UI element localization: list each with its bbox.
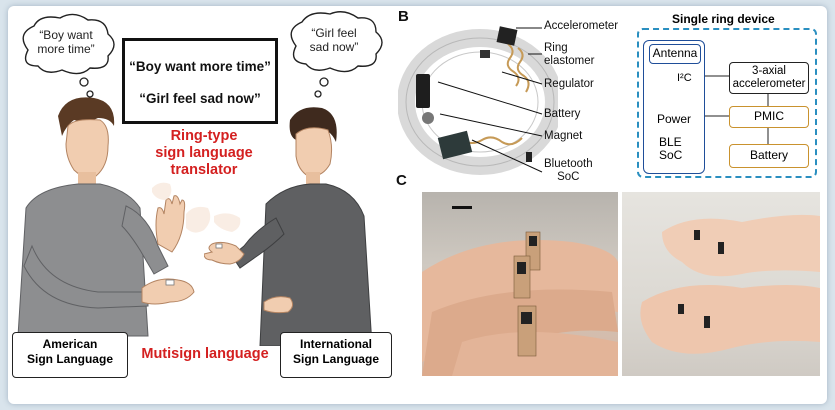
bubble-right-line-1: “Girl feel bbox=[311, 26, 357, 40]
battery-block: Battery bbox=[729, 144, 809, 168]
i2c-label: I²C bbox=[677, 72, 692, 84]
panel-b-letter: B bbox=[398, 8, 409, 25]
translator-title: Ring-type sign language translator bbox=[142, 128, 266, 179]
thought-bubble-right bbox=[290, 11, 383, 98]
asl-line-2: Sign Language bbox=[26, 352, 113, 366]
ring-photo-hands-drawing bbox=[640, 214, 820, 354]
pmic-block: PMIC bbox=[729, 106, 809, 128]
callout-ring-elastomer-line-2: elastomer bbox=[544, 55, 595, 67]
thought-bubble-left bbox=[22, 13, 115, 98]
panel-c-letter: C bbox=[396, 172, 407, 189]
scale-bar bbox=[452, 206, 472, 209]
american-sign-language-label: American Sign Language bbox=[12, 332, 128, 378]
callout-ring-elastomer-line-1: Ring bbox=[544, 42, 568, 54]
callout-bluetooth-line-1: Bluetooth bbox=[544, 158, 593, 170]
single-ring-device-diagram: Antenna I²C Power BLE SoC 3-axial accele… bbox=[637, 28, 817, 178]
vertical-connectors bbox=[767, 94, 769, 144]
ble-line-2: SoC bbox=[659, 148, 683, 162]
ring-photo-hands bbox=[622, 192, 820, 376]
callout-ring-elastomer: Ring elastomer bbox=[544, 42, 595, 68]
connector-lines bbox=[705, 75, 729, 117]
ble-line-1: BLE bbox=[659, 135, 682, 149]
callout-bluetooth-line-2: SoC bbox=[557, 171, 580, 183]
callout-lines bbox=[437, 27, 543, 173]
isl-line-1: International bbox=[299, 337, 372, 351]
accelerometer-block: 3-axial accelerometer bbox=[729, 62, 809, 94]
callout-regulator: Regulator bbox=[544, 78, 594, 90]
callout-battery: Battery bbox=[544, 108, 581, 120]
accel-line-2: accelerometer bbox=[732, 78, 806, 90]
translation-output-box: “Boy want more time” “Girl feel sad now” bbox=[122, 38, 278, 124]
ring-photo-closeup bbox=[422, 192, 618, 376]
bubble-left-line-1: “Boy want bbox=[39, 28, 93, 42]
callout-magnet: Magnet bbox=[544, 130, 583, 142]
ring-device-illustration bbox=[398, 26, 558, 175]
accel-line-1: 3-axial bbox=[752, 65, 786, 77]
power-label: Power bbox=[657, 112, 692, 126]
bubble-left-text: “Boy want more time” bbox=[24, 28, 108, 56]
international-sign-language-label: International Sign Language bbox=[280, 332, 392, 378]
translator-line-1: Ring-type bbox=[170, 128, 238, 144]
bubble-right-text: “Girl feel sad now” bbox=[298, 26, 370, 54]
quote-girl: “Girl feel sad now” bbox=[139, 91, 261, 106]
mutisign-language-label: Mutisign language bbox=[141, 346, 269, 362]
ble-soc-label: BLE SoC bbox=[659, 136, 682, 162]
antenna-block: Antenna bbox=[649, 44, 701, 64]
callout-accelerometer: Accelerometer bbox=[544, 20, 619, 32]
bubble-right-line-2: sad now” bbox=[309, 40, 359, 54]
figure-frame: “Boy want more time” “Girl feel sad now”… bbox=[8, 6, 827, 404]
callout-bluetooth-soc: Bluetooth SoC bbox=[544, 158, 593, 184]
isl-line-2: Sign Language bbox=[292, 352, 379, 366]
ring-photo-closeup-drawing bbox=[422, 206, 618, 376]
translator-line-2: sign language bbox=[155, 145, 253, 161]
asl-line-1: American bbox=[42, 337, 98, 351]
american-signer-illustration bbox=[17, 97, 211, 337]
bubble-left-line-2: more time” bbox=[37, 42, 95, 56]
international-signer-illustration bbox=[204, 107, 373, 346]
device-title: Single ring device bbox=[672, 12, 775, 26]
quote-boy: “Boy want more time” bbox=[129, 59, 271, 74]
translator-line-3: translator bbox=[170, 162, 238, 178]
